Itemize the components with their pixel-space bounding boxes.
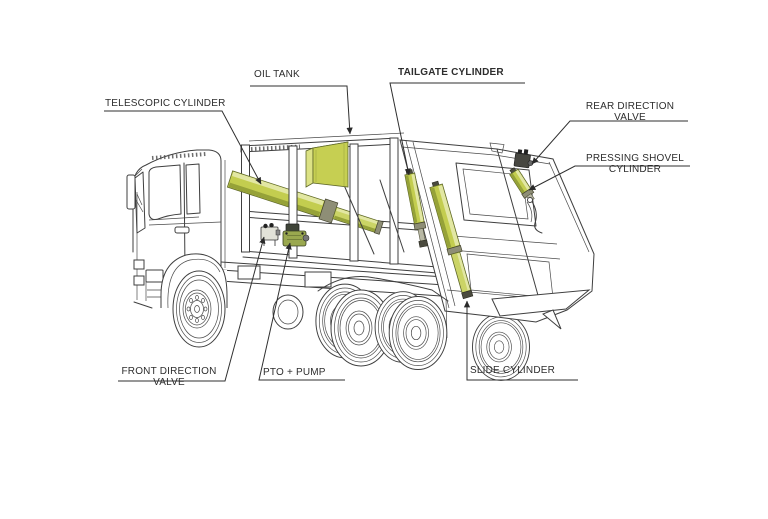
label-pressing-shovel-cylinder-line2: CYLINDER <box>608 164 662 175</box>
label-front-direction-valve-line1: FRONT DIRECTION <box>121 366 217 377</box>
label-pto-pump: PTO + PUMP <box>263 367 326 378</box>
leader-oil-tank <box>250 85 353 135</box>
door-handle <box>174 226 190 234</box>
rear-wheels <box>315 276 449 370</box>
label-front-direction-valve: FRONT DIRECTION VALVE <box>114 366 224 388</box>
label-slide-cylinder: SLIDE CYLINDER <box>470 365 556 376</box>
rear-fender <box>317 276 449 302</box>
label-pressing-shovel-cylinder: PRESSING SHOVEL CYLINDER <box>574 153 696 175</box>
front-direction-valve-shape <box>260 223 281 246</box>
leader-rear-direction-valve <box>531 120 688 165</box>
label-rear-direction-valve-line2: VALVE <box>614 112 646 123</box>
oil-tank-shape <box>305 141 349 188</box>
label-rear-direction-valve-line1: REAR DIRECTION <box>585 101 675 112</box>
leader-slide-cylinder <box>463 300 578 381</box>
label-front-direction-valve-line2: VALVE <box>153 377 185 388</box>
leader-front-direction-valve <box>118 236 266 382</box>
tailgate-hopper <box>399 139 595 330</box>
label-telescopic-cylinder: TELESCOPIC CYLINDER <box>105 98 226 109</box>
tailgate-chute <box>491 289 591 317</box>
leader-tailgate-cylinder <box>389 82 525 176</box>
frame-post <box>241 144 250 253</box>
pressing-shovel-cylinder-shape <box>509 167 543 234</box>
leader-pressing-shovel-cylinder <box>528 165 690 191</box>
leader-telescopic-cylinder <box>104 110 262 185</box>
label-oil-tank: OIL TANK <box>254 69 300 80</box>
label-rear-direction-valve: REAR DIRECTION VALVE <box>568 101 692 123</box>
label-pressing-shovel-cylinder-line1: PRESSING SHOVEL <box>585 153 685 164</box>
leader-pto-pump <box>258 242 345 381</box>
rear-direction-valve-shape <box>513 149 534 169</box>
side-window <box>148 164 182 220</box>
pto-pump-shape <box>282 223 310 247</box>
leader-lines <box>104 82 690 382</box>
slide-cylinder-shape <box>429 180 474 300</box>
mirror <box>126 174 136 210</box>
windshield <box>134 171 146 234</box>
label-tailgate-cylinder: TAILGATE CYLINDER <box>398 67 504 78</box>
front-wheel <box>172 270 226 348</box>
rear-wheel-2 <box>388 296 448 370</box>
quarter-window <box>185 163 201 215</box>
body-frame-posts <box>288 137 405 265</box>
